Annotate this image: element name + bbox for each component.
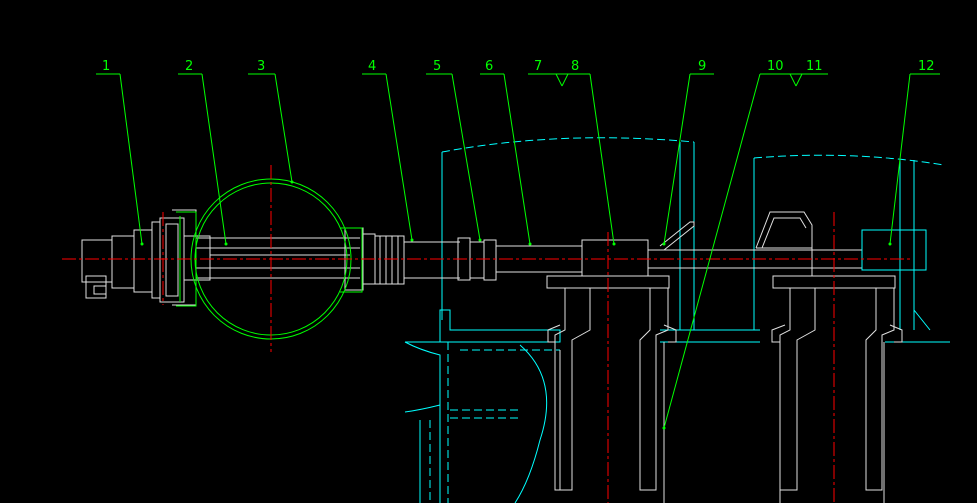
callout-10-number: 10 (767, 59, 784, 74)
centerlines (62, 165, 912, 503)
nozzle-post-left (546, 239, 677, 503)
leader-dots (140, 180, 892, 430)
callout-3-number: 3 (257, 59, 265, 74)
callout-11-number: 11 (806, 59, 823, 74)
callout-1-number: 1 (102, 59, 110, 74)
callout-3: 3 (248, 59, 293, 183)
callout-6: 6 (480, 59, 531, 245)
actuator-assembly (81, 209, 927, 306)
callout-2: 2 (178, 59, 227, 245)
callout-9: 9 (663, 59, 714, 245)
callout-7-8: 7 8 (528, 59, 615, 245)
turbine-casing (404, 137, 950, 503)
callout-8-number: 8 (571, 59, 579, 74)
callout-5: 5 (426, 59, 481, 241)
callout-2-number: 2 (185, 59, 193, 74)
callout-4-number: 4 (368, 59, 376, 74)
callout-5-number: 5 (433, 59, 441, 74)
callouts: 1 2 3 4 5 6 7 (96, 59, 940, 429)
callout-1: 1 (96, 59, 143, 245)
callout-9-number: 9 (698, 59, 706, 74)
callout-6-number: 6 (485, 59, 493, 74)
nozzle-post-right (755, 211, 903, 503)
callout-4: 4 (362, 59, 413, 241)
callout-7-number: 7 (534, 59, 542, 74)
callout-12: 12 (889, 59, 940, 245)
callout-12-number: 12 (918, 59, 935, 74)
callout-10-11: 10 11 (663, 59, 828, 429)
